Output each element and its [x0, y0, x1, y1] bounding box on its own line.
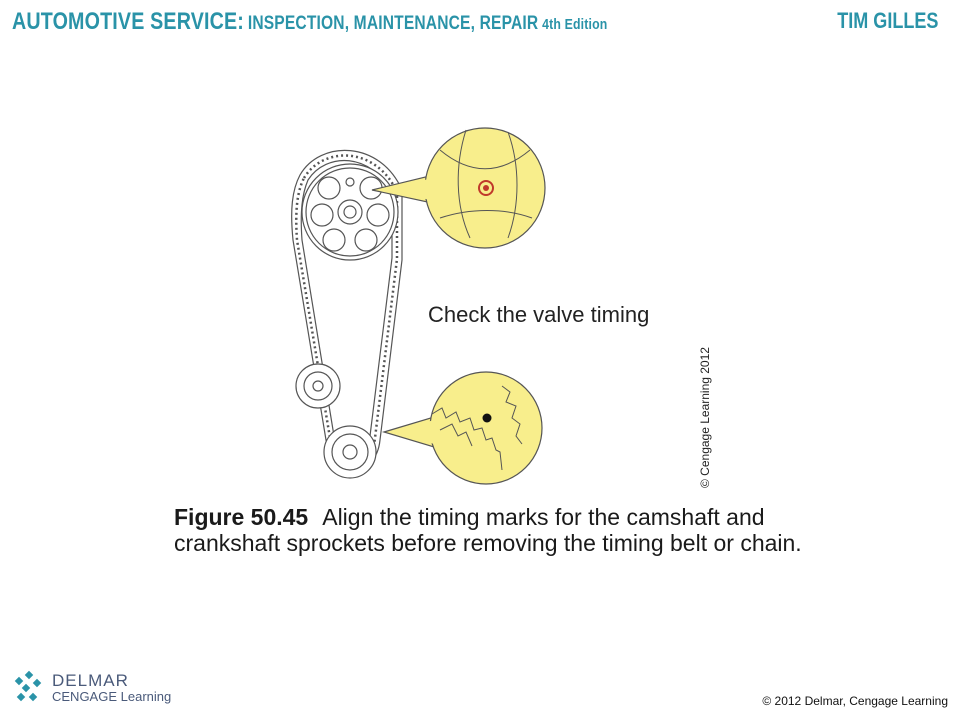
caption-text: Align the timing marks for the camshaft …	[174, 504, 802, 556]
slide-header: AUTOMOTIVE SERVICE: INSPECTION, MAINTENA…	[0, 0, 960, 40]
delmar-logo: DELMAR CENGAGE Learning	[14, 668, 214, 708]
delmar-logo-icon	[14, 670, 42, 702]
logo-line1: DELMAR	[52, 671, 129, 690]
book-edition: 4th Edition	[542, 16, 608, 33]
logo-line2: CENGAGE Learning	[52, 689, 172, 704]
book-title-main: AUTOMOTIVE SERVICE:	[12, 8, 245, 35]
crankshaft-sprocket	[323, 425, 377, 479]
figure-credit: © Cengage Learning 2012	[698, 347, 712, 488]
copyright-notice: © 2012 Delmar, Cengage Learning	[762, 694, 948, 708]
book-title-sub: INSPECTION, MAINTENANCE, REPAIR	[247, 13, 539, 34]
author-name: TIM GILLES	[836, 8, 938, 33]
figure-label: Check the valve timing	[428, 302, 650, 327]
figure-number: Figure 50.45	[174, 504, 309, 530]
camshaft-sprocket	[301, 163, 399, 261]
crankshaft-timing-callout	[381, 371, 543, 485]
camshaft-timing-callout	[371, 127, 546, 249]
book-title: AUTOMOTIVE SERVICE: INSPECTION, MAINTENA…	[12, 8, 607, 36]
tensioner-pulley	[295, 363, 341, 409]
